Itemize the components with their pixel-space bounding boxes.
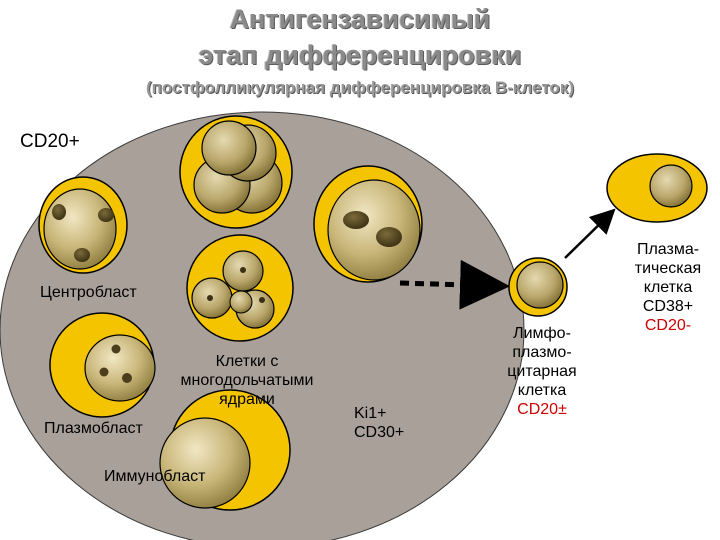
title-line-2: этап дифференцировки (198, 40, 522, 70)
multinuclear-cell-middle (186, 234, 294, 342)
lymphoplasmacytic-label: Лимфо- плазмо- цитарная клетка CD20± (507, 325, 577, 418)
multinuclear-cell-top (179, 115, 293, 229)
title-line-1: Антигензависимый (229, 4, 491, 34)
ki1-cd30-label: Ki1+ CD30+ (354, 405, 405, 441)
plasmoblast-cell (49, 312, 156, 418)
immunoblast-label: Иммунобласт (104, 468, 206, 485)
subtitle: (постфолликулярная дифференцировка В-кле… (146, 78, 574, 97)
centroblast-label: Центробласт (40, 284, 137, 301)
ki1-cell (313, 165, 423, 283)
solid-arrow (564, 208, 616, 259)
lymphoplasmacytic-cell (508, 257, 568, 317)
cd20-label: CD20+ (20, 131, 80, 152)
centroblast-cell (38, 176, 128, 274)
plasma-cell-label: Плазма- тическая клетка CD38+ CD20- (634, 241, 702, 334)
plasma-cell (606, 153, 708, 223)
plasmoblast-label: Плазмобласт (44, 420, 143, 437)
immunoblast-cell (159, 389, 291, 511)
multinuclear-label: Клетки с многодольчатыми ядрами (180, 353, 314, 408)
dashed-arrow (399, 259, 510, 310)
